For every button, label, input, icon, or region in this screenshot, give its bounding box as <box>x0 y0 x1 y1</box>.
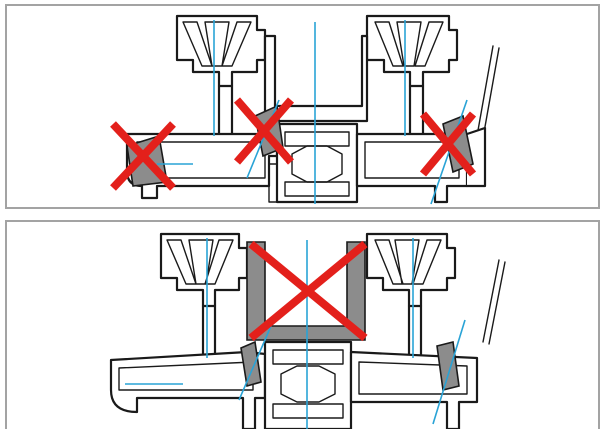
cross-center-left <box>233 97 295 165</box>
cross-center <box>248 240 368 342</box>
center-mullion-profile <box>275 122 359 204</box>
center-mullion-profile <box>263 340 353 429</box>
right-handle-knob <box>365 14 459 136</box>
right-slant-line <box>430 99 468 205</box>
cross-right <box>419 111 477 177</box>
left-sash-profile <box>109 350 267 429</box>
right-seal <box>442 114 474 174</box>
right-seal <box>436 341 460 391</box>
bottom-diagram-panel <box>5 220 600 429</box>
top-diagram-panel <box>5 4 600 209</box>
bottom-window-section-drawing <box>109 232 506 429</box>
left-handle-knob <box>159 232 249 360</box>
top-window-section-drawing <box>110 14 500 205</box>
center-left-slant-line <box>238 325 272 401</box>
cross-left <box>110 121 176 191</box>
right-handle-knob <box>365 232 457 360</box>
center-left-slant-line <box>246 99 280 179</box>
right-slant-line <box>432 319 466 425</box>
left-handle-knob <box>175 14 267 136</box>
left-seal <box>240 340 262 388</box>
